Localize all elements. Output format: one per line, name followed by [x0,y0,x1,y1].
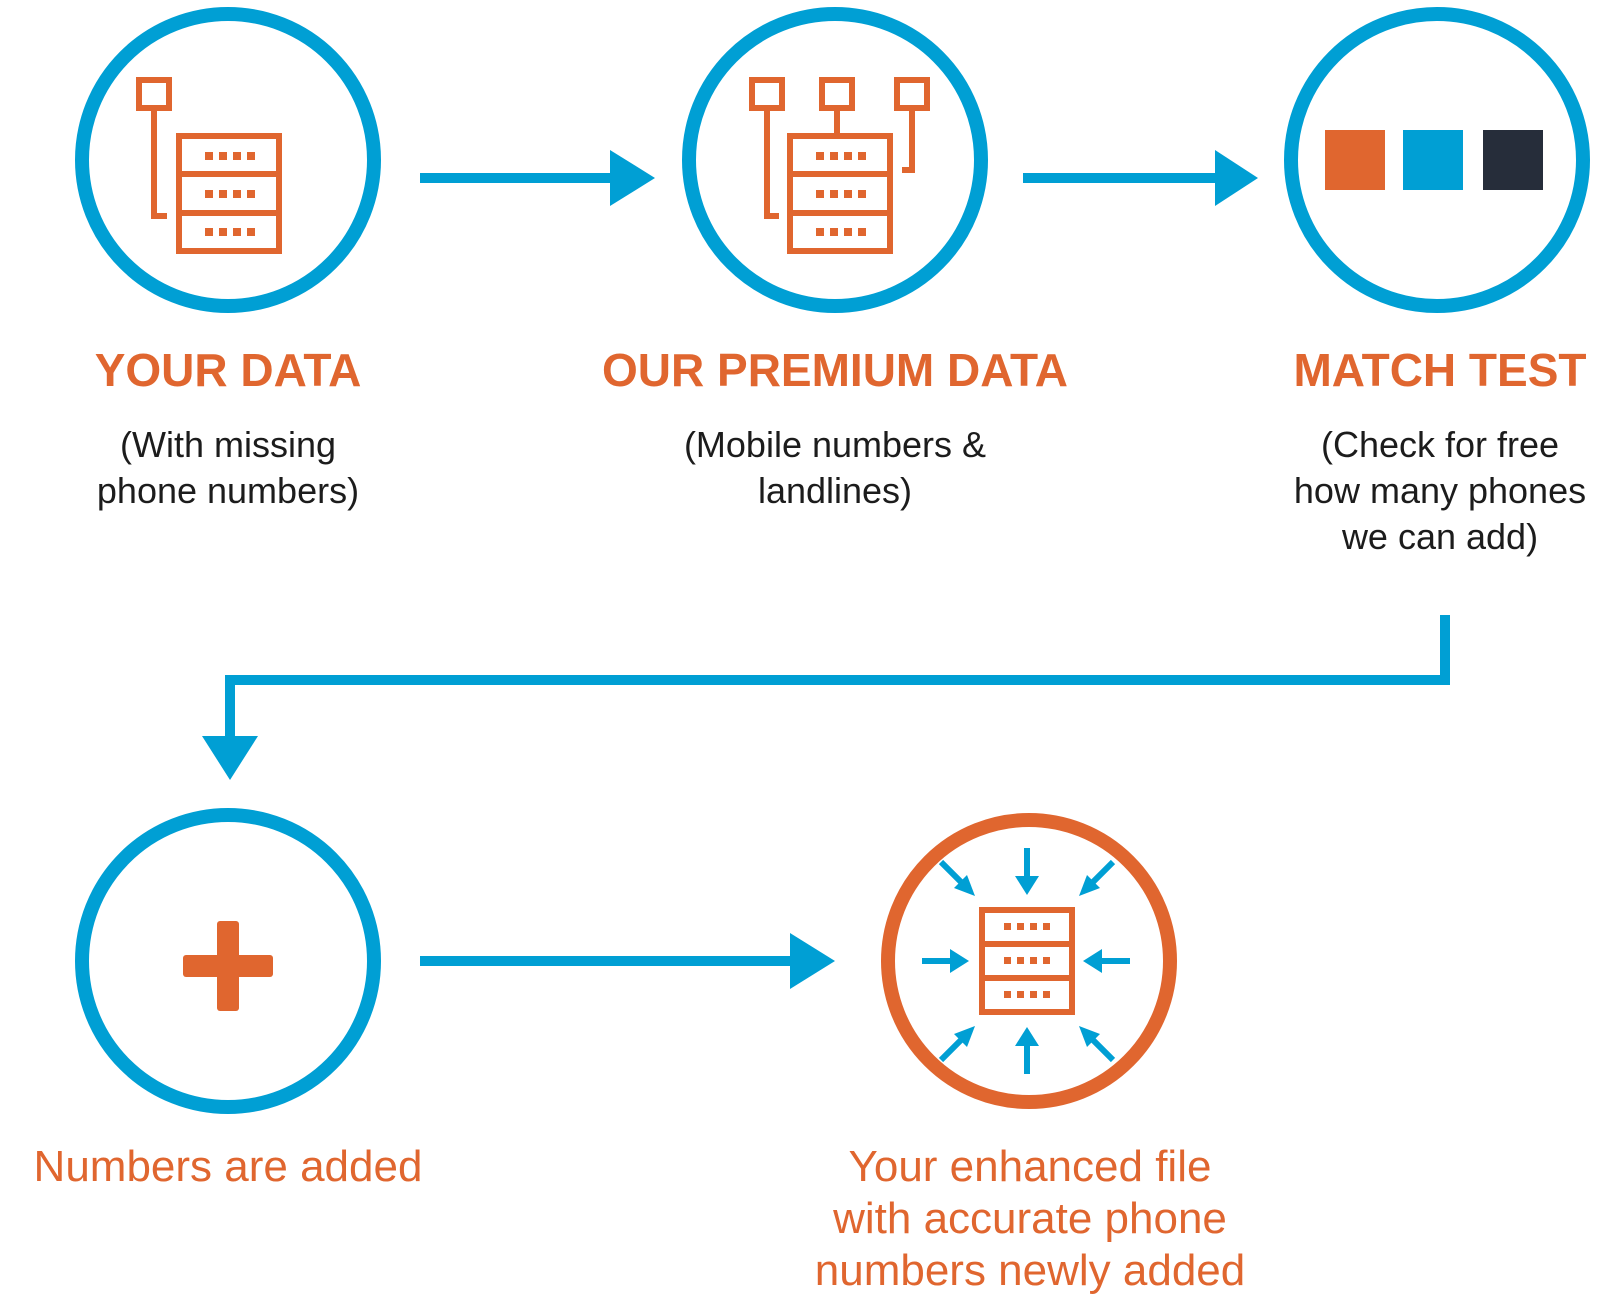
step-numbers-added-node [75,808,381,1114]
step-match-test-node [1284,7,1590,313]
description-line: (With missing [119,424,337,465]
step-title-premium-data: OUR PREMIUM DATA [602,344,1068,396]
step-circle [75,808,381,1114]
step-circle [75,7,381,313]
step-title-enhanced-file: Your enhanced file with accurate phone n… [770,1141,1290,1297]
arrow-right-icon [420,933,835,989]
step-circle [682,7,988,313]
step-your-data-node [75,7,381,313]
single-server-icon [136,77,282,254]
step-title-match-test: MATCH TEST [1293,344,1587,396]
arrow-right-icon [420,150,655,206]
step-premium-data-node [682,7,988,313]
multi-server-icon [749,77,930,254]
enhanced-server-icon [922,848,1130,1074]
description-line: (Mobile numbers & [683,424,987,465]
arrow-down-connector-icon [202,615,1450,780]
step-title-numbers-added: Numbers are added [33,1142,423,1191]
description-line: we can add) [1341,516,1539,557]
title-line: numbers newly added [814,1246,1246,1295]
title-line: Your enhanced file [848,1142,1212,1191]
step-circle [881,813,1177,1109]
description-line: landlines) [757,470,913,511]
three-squares-icon [1325,130,1543,190]
step-enhanced-file-node [881,813,1177,1109]
plus-icon [183,921,273,1011]
description-line: how many phones [1293,470,1587,511]
description-line: phone numbers) [96,470,360,511]
description-line: (Check for free [1320,424,1560,465]
step-title-your-data: YOUR DATA [94,344,362,396]
step-description-match-test: (Check for free how many phones we can a… [1265,422,1615,560]
step-circle [1284,7,1590,313]
step-description-your-data: (With missing phone numbers) [28,422,428,514]
arrow-right-icon [1023,150,1258,206]
title-line: with accurate phone [833,1194,1227,1243]
step-description-premium-data: (Mobile numbers & landlines) [585,422,1085,514]
